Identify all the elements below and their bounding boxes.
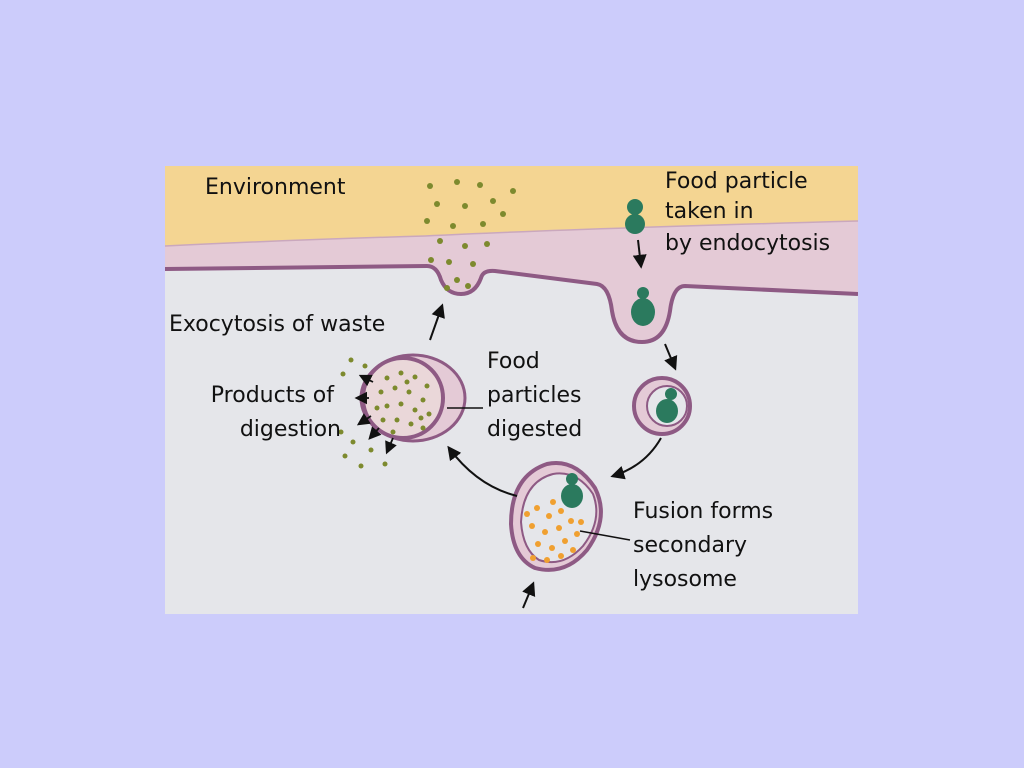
digestive-vacuole bbox=[359, 353, 467, 443]
fusion-to-digestion-arrow bbox=[447, 445, 518, 497]
fusion-label-pointer bbox=[579, 530, 631, 541]
plasma-membrane-outer-line bbox=[165, 220, 858, 247]
food-particle-outside bbox=[625, 199, 645, 234]
diffusion-arrows bbox=[354, 374, 397, 455]
food-particle-in-pit bbox=[631, 287, 655, 326]
exocytosis-arrow bbox=[429, 303, 445, 341]
primary-lysosome-arrow bbox=[522, 581, 536, 609]
endocytosis-label: Food particle taken in by endocytosis bbox=[665, 169, 830, 256]
food-digested-label: Food particles digested bbox=[487, 349, 588, 442]
waste-particles bbox=[424, 179, 516, 291]
fusion-label: Fusion forms secondary lysosome bbox=[633, 499, 780, 592]
digestion-products bbox=[338, 357, 388, 469]
endocytic-vesicle bbox=[632, 376, 692, 436]
lysosome-digestion-diagram: Environment Food particle taken in by en… bbox=[165, 166, 858, 614]
plasma-membrane bbox=[165, 221, 858, 342]
exocytosis-label: Exocytosis of waste bbox=[169, 312, 385, 337]
environment-label: Environment bbox=[205, 175, 346, 200]
vesicle-to-fusion-arrow bbox=[610, 437, 662, 480]
endocytosis-arrow bbox=[632, 239, 647, 269]
pit-to-vesicle-arrow bbox=[664, 343, 678, 371]
secondary-lysosome bbox=[508, 461, 603, 572]
products-label: Products of digestion bbox=[211, 383, 341, 442]
plasma-membrane-inner-line bbox=[165, 263, 858, 345]
